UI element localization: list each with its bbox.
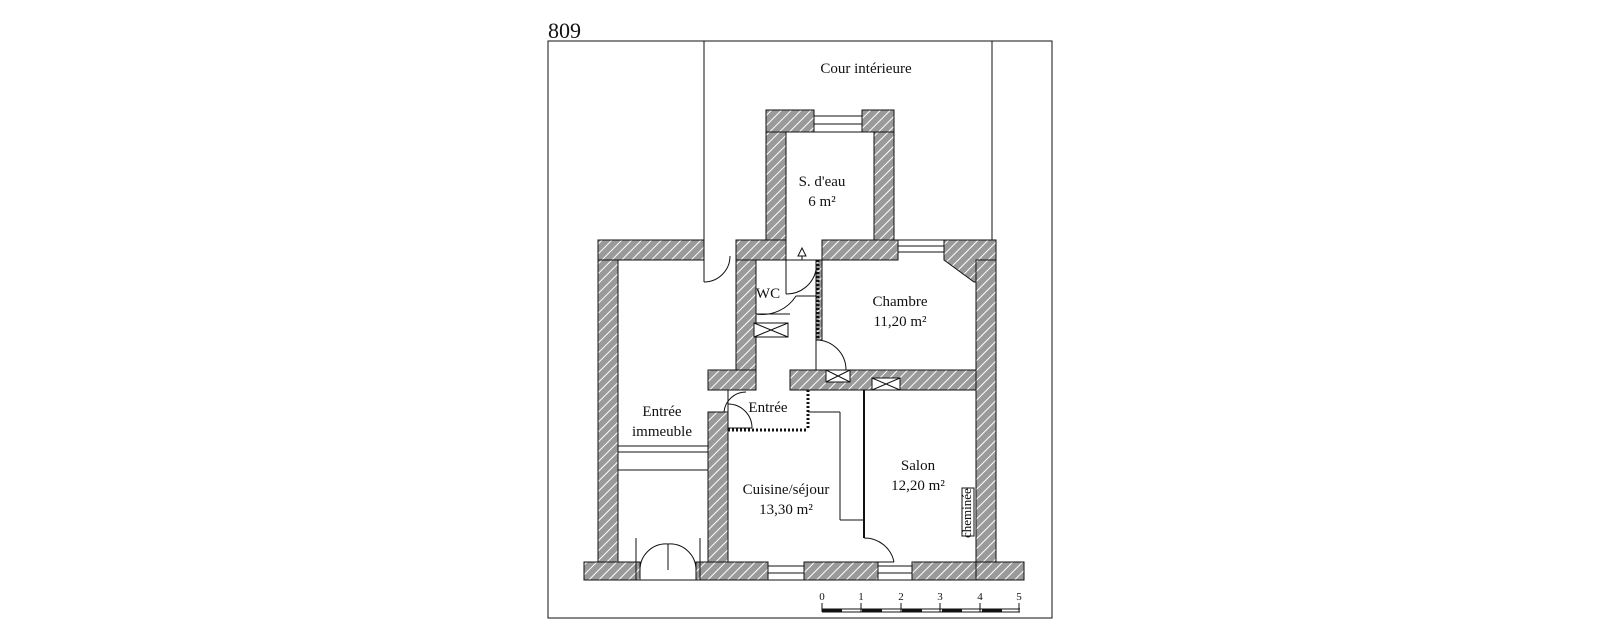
cuisine-area: 13,30 m²: [759, 502, 813, 518]
scale-tick-5: 5: [1016, 591, 1022, 603]
walls: [583, 109, 1025, 581]
partitions-and-doors: [618, 246, 975, 581]
scale-tick-2: 2: [898, 591, 904, 603]
courtyard-label: Cour intérieure: [820, 61, 912, 77]
chambre-area: 11,20 m²: [873, 314, 927, 330]
s-eau-area: 6 m²: [808, 194, 836, 210]
salon-name: Salon: [901, 458, 936, 474]
chambre-name: Chambre: [873, 294, 928, 310]
vent-ducts: [753, 322, 901, 391]
scale-tick-4: 4: [977, 591, 983, 603]
room-labels: S. d'eau 6 m² WC Chambre 11,20 m² Entrée…: [632, 174, 974, 538]
scale-tick-1: 1: [858, 591, 864, 603]
entree-immeuble-line2: immeuble: [632, 424, 692, 440]
scale-tick-0: 0: [819, 591, 825, 603]
scale-tick-3: 3: [937, 591, 943, 603]
entree-name: Entrée: [748, 400, 787, 416]
wc-name: WC: [756, 286, 780, 302]
s-eau-name: S. d'eau: [799, 174, 846, 190]
plan-frame: [547, 40, 1053, 619]
entree-immeuble-line1: Entrée: [642, 404, 681, 420]
cuisine-name: Cuisine/séjour: [743, 482, 830, 498]
cheminee-label: cheminée: [959, 488, 974, 538]
plan-number: 809: [548, 18, 581, 43]
scale-bar: 0 1 2 3 4 5: [819, 591, 1022, 613]
windows: [767, 115, 945, 581]
salon-area: 12,20 m²: [891, 478, 945, 494]
